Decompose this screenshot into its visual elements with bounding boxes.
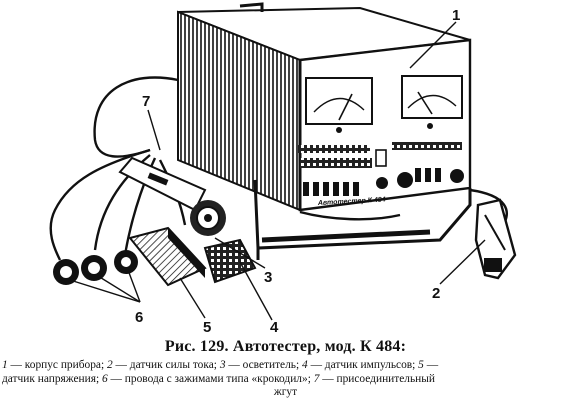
legend-num: 1 — [2, 359, 8, 371]
callout-6: 6 — [135, 309, 143, 326]
callout-5: 5 — [203, 319, 211, 335]
legend-num: 5 — [418, 359, 424, 371]
right-meter — [401, 75, 463, 129]
callout-2: 2 — [432, 285, 440, 302]
legend-num: 3 — [219, 359, 226, 371]
current-sensor — [474, 198, 517, 280]
legend-num: 6 — [102, 372, 108, 385]
legend-text: — присоединительный — [319, 372, 436, 385]
legend-text: жгут — [273, 386, 298, 399]
callout-7: 7 — [142, 93, 150, 110]
legend-num: 7 — [313, 372, 320, 385]
legend-text: — осветитель; — [225, 359, 303, 371]
legend-line-2: датчик напряжения; 6 — провода с зажимам… — [2, 373, 569, 387]
callout-4: 4 — [270, 319, 279, 335]
legend-text: — корпус прибора; — [7, 359, 107, 371]
impulse-sensor — [203, 238, 257, 284]
autotester-illustration: Автотестер К 484 — [49, 2, 517, 335]
knobs — [375, 149, 464, 189]
callout-1: 1 — [452, 7, 460, 24]
legend-num: 4 — [302, 359, 308, 371]
figure-legend: 1 — корпус прибора; 2 — датчик силы тока… — [2, 359, 569, 400]
legend-text: — датчик импульсов; — [307, 359, 419, 371]
callout-lines — [69, 21, 486, 321]
callout-3: 3 — [264, 269, 272, 286]
figure-caption-title: Рис. 129. Автотестер, мод. К 484: — [164, 338, 407, 355]
legend-text: — датчик силы тока; — [112, 359, 220, 371]
legend-line-3: жгут — [2, 386, 569, 400]
alligator-clips — [53, 250, 138, 285]
illuminator — [118, 156, 226, 236]
left-meter — [305, 77, 373, 133]
legend-text: датчик напряжения; — [2, 372, 102, 385]
instrument-stand — [253, 179, 472, 260]
legend-text: — — [423, 359, 439, 371]
switch-bank — [298, 142, 462, 196]
front-panel-label: Автотестер К 484 — [317, 196, 386, 207]
voltage-sensor — [128, 226, 207, 287]
legend-text: — провода с зажимами типа «крокодил»; — [107, 372, 314, 385]
legend-line-1: 1 — корпус прибора; 2 — датчик силы тока… — [2, 359, 569, 373]
legend-num: 2 — [106, 359, 113, 371]
